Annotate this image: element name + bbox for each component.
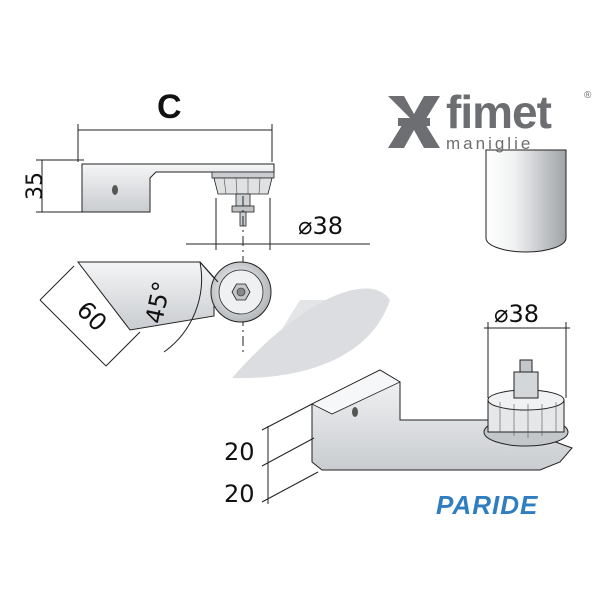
- dimension-20-upper-label: 20: [224, 438, 255, 466]
- dimension-dia38-top-label: ⌀38: [298, 212, 343, 240]
- bracket-3d: [261, 322, 573, 504]
- top-side-view: [36, 124, 370, 250]
- glass-cylinder: [485, 149, 567, 253]
- dimension-60-label: 60: [71, 296, 112, 337]
- dimension-dia38-bottom-label: ⌀38: [494, 300, 539, 328]
- fimet-logo: fimet ® maniglie: [388, 86, 592, 153]
- fimet-brand-name: fimet: [446, 86, 552, 138]
- dimension-c-label: C: [157, 88, 182, 126]
- fimet-x-mark-icon: [388, 96, 440, 148]
- fimet-subtitle: maniglie: [446, 134, 533, 153]
- paride-store-name: PARIDE: [436, 490, 538, 520]
- fimet-registered-mark: ®: [584, 90, 592, 101]
- top-plan-view: [39, 261, 272, 367]
- background-disc: [232, 288, 390, 380]
- paride-logo: PARIDE: [436, 490, 538, 520]
- dimension-20-lower-label: 20: [224, 480, 255, 508]
- dimension-35-label: 35: [23, 172, 48, 200]
